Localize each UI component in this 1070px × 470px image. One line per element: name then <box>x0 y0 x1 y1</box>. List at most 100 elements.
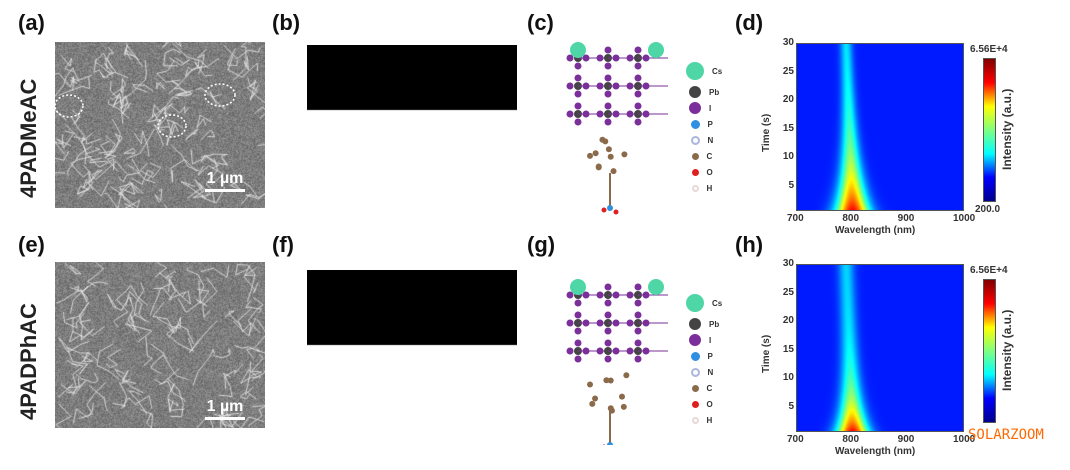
legend-label: H <box>706 415 713 425</box>
x-axis-label: Wavelength (nm) <box>835 446 916 457</box>
legend-label: C <box>706 383 713 393</box>
colorbar-max-label: 6.56E+4 <box>970 44 1008 55</box>
legend-item-cs: Cs <box>686 290 722 316</box>
y-tick-label: 20 <box>782 94 794 106</box>
panel-label-a: (a) <box>18 10 45 35</box>
c-atom <box>607 377 614 384</box>
legend-label: P <box>707 119 713 129</box>
cs-atom <box>570 279 586 295</box>
i-atom <box>634 62 642 70</box>
i-atom <box>634 90 642 98</box>
legend-item-h: H <box>686 180 722 196</box>
atom-cs-icon <box>686 62 704 80</box>
y-tick-label: 30 <box>782 258 794 269</box>
i-atom <box>574 102 582 110</box>
molecular-structure-g <box>566 279 668 445</box>
legend-label: P <box>707 351 713 361</box>
heatmap-plot-area <box>796 264 964 432</box>
legend-item-pb: Pb <box>686 316 722 332</box>
y-tick-label: 30 <box>782 37 794 48</box>
x-tick-label: 1000 <box>953 213 976 224</box>
i-atom <box>596 291 604 299</box>
i-atom <box>566 82 574 90</box>
y-tick-label: 15 <box>782 122 794 134</box>
i-atom <box>634 355 642 363</box>
legend-label: I <box>709 103 712 113</box>
atom-n-icon <box>690 135 700 145</box>
panel-label-g: (g) <box>527 232 556 257</box>
legend-label: C <box>706 151 713 161</box>
legend-label: O <box>706 167 713 177</box>
i-atom <box>604 46 612 54</box>
c-atom <box>620 403 627 410</box>
i-atom <box>566 54 574 62</box>
i-atom <box>604 311 612 319</box>
i-atom <box>634 74 642 82</box>
legend-item-n: N <box>686 364 722 380</box>
row-label-1: 4PADMeAC <box>16 78 41 198</box>
scale-bar: 1 µm <box>457 394 497 416</box>
c-atom <box>603 377 610 384</box>
c-atom <box>607 153 614 160</box>
i-atom <box>634 46 642 54</box>
c-atom <box>592 150 599 157</box>
legend-label: N <box>707 135 714 145</box>
x-tick-label: 900 <box>897 434 915 445</box>
p-atom <box>607 442 613 445</box>
row-label-2: 4PADPhAC <box>16 303 41 420</box>
grain-highlight-circles <box>55 83 236 138</box>
i-atom <box>574 355 582 363</box>
i-atom <box>596 319 604 327</box>
i-atom <box>604 355 612 363</box>
y-tick-label: 20 <box>782 315 794 327</box>
panel-label-f: (f) <box>272 232 294 257</box>
atom-c-icon <box>691 384 699 392</box>
panel-label-c: (c) <box>527 10 554 35</box>
y-tick-label: 10 <box>782 372 794 384</box>
o-atom <box>613 209 619 215</box>
colorbar <box>983 58 996 202</box>
c-atom <box>587 152 594 159</box>
atom-cs-icon <box>686 294 704 312</box>
c-atom <box>607 405 614 412</box>
atom-n-icon <box>690 367 700 377</box>
i-atom <box>604 339 612 347</box>
heatmap-plot-area <box>796 43 964 211</box>
o-atom <box>601 207 607 213</box>
i-atom <box>634 327 642 335</box>
i-atom <box>626 347 634 355</box>
i-atom <box>626 82 634 90</box>
c-atom <box>592 395 599 402</box>
scale-bar: 1 µm <box>205 170 245 192</box>
c-atom <box>602 138 609 145</box>
colorbar-min-label: 200.0 <box>975 204 1001 215</box>
i-atom <box>574 74 582 82</box>
i-atom <box>604 74 612 82</box>
cs-atom <box>648 42 664 58</box>
legend-item-c: C <box>686 380 722 396</box>
legend-label: Cs <box>712 298 723 308</box>
scale-bar-label: 1 µm <box>458 169 496 186</box>
scale-bar-label: 1 µm <box>206 398 244 415</box>
o-atom <box>602 444 606 445</box>
c-atom <box>621 151 628 158</box>
legend-item-o: O <box>686 164 722 180</box>
legend-label: H <box>706 183 713 193</box>
c-atom <box>589 400 596 407</box>
y-tick-label: 15 <box>782 343 794 355</box>
c-atom <box>610 168 617 175</box>
legend-item-i: I <box>686 100 722 116</box>
x-tick-label: 700 <box>787 434 804 445</box>
i-atom <box>634 311 642 319</box>
scale-bar-label: 1 µm <box>206 170 244 187</box>
colorbar <box>983 279 996 423</box>
i-atom <box>566 110 574 118</box>
y-tick-label: 5 <box>788 180 794 192</box>
x-tick-label: 1000 <box>953 434 976 445</box>
i-atom <box>574 299 582 307</box>
x-tick-label: 800 <box>842 213 860 224</box>
